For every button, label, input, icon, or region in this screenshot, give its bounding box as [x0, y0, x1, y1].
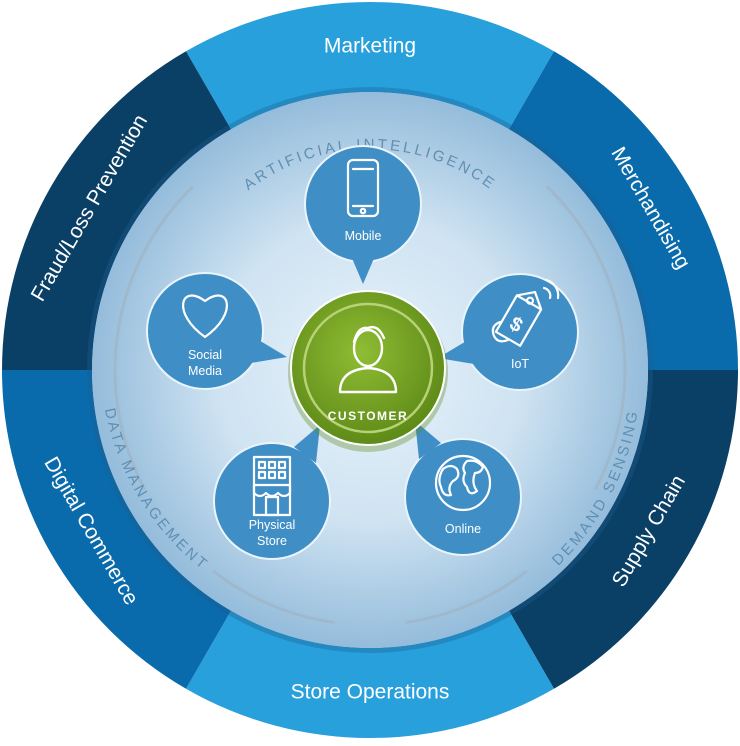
channel-bubble-tail [415, 421, 441, 459]
segment-merchandising[interactable] [509, 51, 738, 371]
channel-label-mobile: Mobile [345, 229, 382, 243]
heart-icon [182, 294, 228, 339]
guide-arcs [113, 185, 627, 625]
segment-supply-chain[interactable] [509, 370, 738, 689]
segment-marketing[interactable] [186, 1, 554, 130]
customer-inner-ring [302, 302, 434, 434]
channel-bubble [461, 273, 579, 391]
guide-arc-4 [113, 198, 182, 491]
channel-bubble [404, 438, 522, 556]
segment-label-store-operations: Store Operations [291, 681, 450, 704]
store-building-icon [252, 455, 292, 517]
channel-label-iot: IoT [511, 357, 529, 371]
channel-bubble-tail [438, 340, 474, 364]
channel-label-social-media: Social [188, 348, 222, 362]
channel-bubble-tail [294, 425, 320, 463]
channel-online[interactable]: Online [404, 421, 522, 556]
globe-icon [434, 454, 492, 512]
mobile-phone-icon [346, 158, 380, 218]
channel-bubble-tail [351, 256, 375, 284]
segment-label-marketing: Marketing [324, 35, 416, 58]
customer-label: CUSTOMER [328, 409, 408, 423]
channel-label-social-media: Media [188, 364, 222, 378]
channel-bubble [304, 145, 422, 263]
channel-bubble [146, 272, 264, 390]
channel-label-physical-store: Physical [249, 518, 296, 532]
channel-bubble [213, 442, 331, 560]
guide-arc-2 [405, 569, 528, 625]
guide-arc-1 [546, 185, 627, 491]
customer-hub: CUSTOMER [288, 290, 448, 452]
guide-arc-3 [212, 569, 335, 625]
segment-store-operations[interactable] [186, 610, 554, 738]
segment-digital-commerce[interactable] [2, 370, 231, 689]
channel-label-online: Online [445, 522, 481, 536]
customer-icon [338, 325, 398, 394]
segment-fraud-loss-prevention[interactable] [2, 51, 231, 371]
channel-bubble-tail [251, 339, 287, 363]
channel-iot[interactable]: $IoT [438, 273, 579, 391]
channel-mobile[interactable]: Mobile [304, 145, 422, 284]
channel-label-physical-store: Store [257, 534, 287, 548]
